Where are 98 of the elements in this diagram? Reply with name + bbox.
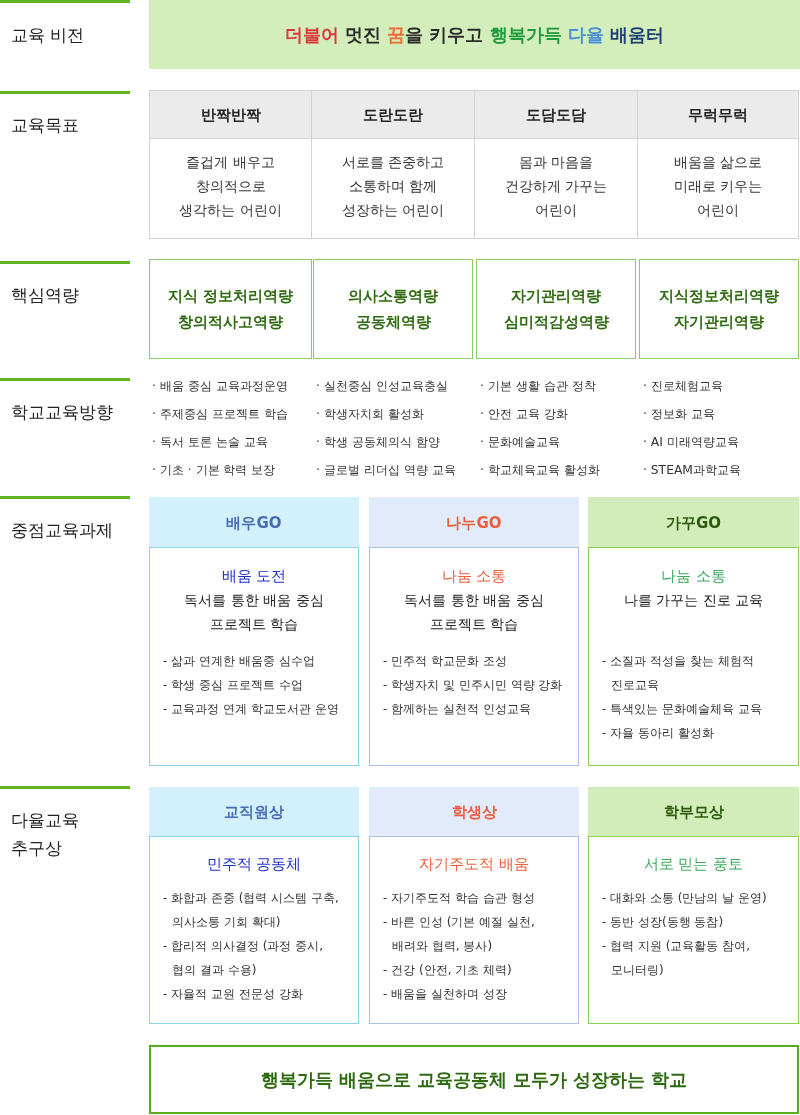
column-box: [588, 547, 799, 766]
section-heading: 핵심역량: [11, 284, 79, 307]
list-item: - 자율 동아리 활성화: [602, 725, 714, 742]
section-heading: 교육목표: [11, 114, 79, 137]
list-item: - 삶과 연계한 배움중 심수업: [163, 653, 315, 670]
list-item: - 화합과 존중 (협력 시스템 구축, 의사소통 기회 확대): [163, 890, 340, 931]
list-item: · 학생자치회 활성화: [316, 406, 424, 423]
list-item: · 주제중심 프로젝트 학습: [152, 406, 288, 423]
table-cell: [637, 138, 799, 239]
column-summary: 독서를 통한 배움 중심 프로젝트 학습: [183, 591, 325, 634]
table-header-cell: [311, 90, 475, 139]
section-heading: 학교교육방향: [11, 401, 113, 424]
competency-name: 심미적감성역량: [503, 313, 609, 332]
goal-description: 배움을 삶으로 미래로 키우는 어린이: [672, 153, 764, 220]
closing-banner: [149, 1045, 799, 1114]
list-item: · 정보화 교육: [643, 406, 715, 423]
competency-name: 자기관리역량: [511, 287, 601, 306]
competency-box: [313, 259, 473, 359]
column-subtitle: 자기주도적 배움: [419, 855, 529, 874]
list-item: · 기본 생활 습관 정착: [480, 378, 596, 395]
goal-description: 서로를 존중하고 소통하며 함께 성장하는 어린이: [340, 153, 446, 220]
vision-statement: 더불어 멋진 꿈을 키우고 행복가득 다율 배움터: [285, 23, 664, 47]
list-item: · 문화예술교육: [480, 434, 560, 451]
column-title: 가꾸GO: [665, 512, 722, 534]
column-summary: 나를 가꾸는 진로 교육: [623, 591, 764, 610]
section-heading: 다율교육 추구상: [11, 809, 80, 860]
list-item: - 자율적 교원 전문성 강화: [163, 986, 303, 1003]
list-item: - 협력 지원 (교육활동 참여, 모니터링): [602, 938, 752, 979]
list-item: - 배움을 실천하며 성장: [383, 986, 507, 1003]
list-item: - 자기주도적 학습 습관 형성: [383, 890, 535, 907]
column-header-band: [588, 497, 799, 548]
column-subtitle: 배움 도전: [221, 567, 287, 586]
column-header-band: [588, 787, 799, 837]
vision-banner: [149, 0, 800, 69]
list-item: - 합리적 의사결정 (과정 중시, 협의 결과 수용): [163, 938, 325, 979]
column-title: 나누GO: [446, 512, 502, 534]
list-item: · 독서 토론 논술 교육: [152, 434, 268, 451]
column-subtitle: 나눔 소통: [441, 567, 507, 586]
column-subtitle: 나눔 소통: [661, 567, 726, 586]
goal-description: 즐겁게 배우고 창의적으로 생각하는 어린이: [178, 153, 283, 220]
table-cell: [149, 138, 312, 239]
list-item: - 민주적 학교문화 조성: [383, 653, 507, 670]
list-item: · 학교체육교육 활성화: [480, 462, 600, 479]
list-item: · 진로체험교육: [643, 378, 723, 395]
competency-box: [476, 259, 636, 359]
list-item: - 대화와 소통 (만남의 날 운영): [602, 890, 767, 907]
table-header-cell: [474, 90, 638, 139]
competency-name: 공동체역량: [355, 313, 431, 332]
list-item: - 특색있는 문화예술체육 교육: [602, 701, 762, 718]
column-title: 교직원상: [224, 802, 284, 823]
list-item: - 바른 인성 (기본 예절 실천, 배려와 협력, 봉사): [383, 914, 536, 955]
column-title: 배우GO: [226, 512, 282, 534]
column-title: 학부모상: [663, 802, 724, 823]
goal-description: 몸과 마음을 건강하게 가꾸는 어린이: [503, 153, 609, 220]
goal-title: 도란도란: [363, 104, 423, 126]
section-heading: 교육 비전: [11, 24, 85, 47]
list-item: · 안전 교육 강화: [480, 406, 568, 423]
column-summary: 독서를 통한 배움 중심 프로젝트 학습: [403, 591, 545, 634]
goal-title: 도담도담: [526, 104, 586, 126]
list-item: · STEAM과학교육: [643, 462, 741, 479]
competency-name: 자기관리역량: [674, 313, 764, 332]
list-item: · 학생 공동체의식 함양: [316, 434, 440, 451]
list-item: - 건강 (안전, 기초 체력): [383, 962, 512, 979]
competency-name: 지식 정보처리역량: [167, 287, 294, 306]
column-box: [149, 836, 359, 1024]
column-box: [149, 547, 359, 766]
competency-box: [639, 259, 799, 359]
column-header-band: [369, 787, 579, 837]
competency-name: 의사소통역량: [348, 287, 438, 306]
column-box: [369, 547, 579, 766]
column-subtitle: 서로 믿는 풍토: [643, 855, 744, 874]
competency-box: [149, 259, 312, 359]
column-subtitle: 민주적 공동체: [206, 855, 302, 874]
column-box: [369, 836, 579, 1024]
column-header-band: [369, 497, 579, 548]
list-item: · 글로벌 리더십 역량 교육: [316, 462, 456, 479]
list-item: · 기초 · 기본 학력 보장: [152, 462, 276, 479]
list-item: - 학생자치 및 민주시민 역량 강화: [383, 677, 563, 694]
goal-title: 무럭무럭: [688, 104, 748, 126]
competency-name: 지식정보처리역량: [659, 287, 779, 306]
column-header-band: [149, 787, 359, 837]
table-header-cell: [149, 90, 312, 139]
list-item: - 학생 중심 프로젝트 수업: [163, 677, 303, 694]
column-title: 학생상: [451, 802, 497, 823]
list-item: - 동반 성장(동행 동참): [602, 914, 724, 931]
list-item: · 실천중심 인성교육충실: [316, 378, 448, 395]
list-item: · AI 미래역량교육: [643, 434, 739, 451]
list-item: - 함께하는 실천적 인성교육: [383, 701, 531, 718]
competency-name: 창의적사고역량: [178, 313, 283, 332]
table-header-cell: [637, 90, 799, 139]
list-item: · 배움 중심 교육과정운영: [152, 378, 288, 395]
section-heading: 중점교육과제: [11, 519, 113, 542]
goal-title: 반짝반짝: [200, 104, 261, 126]
closing-statement: 행복가득 배움으로 교육공동체 모두가 성장하는 학교: [260, 1067, 688, 1092]
list-item: - 소질과 적성을 찾는 체험적 진로교육: [602, 653, 755, 694]
column-box: [588, 836, 799, 1024]
column-header-band: [149, 497, 359, 548]
list-item: - 교육과정 연계 학교도서관 운영: [163, 701, 339, 718]
